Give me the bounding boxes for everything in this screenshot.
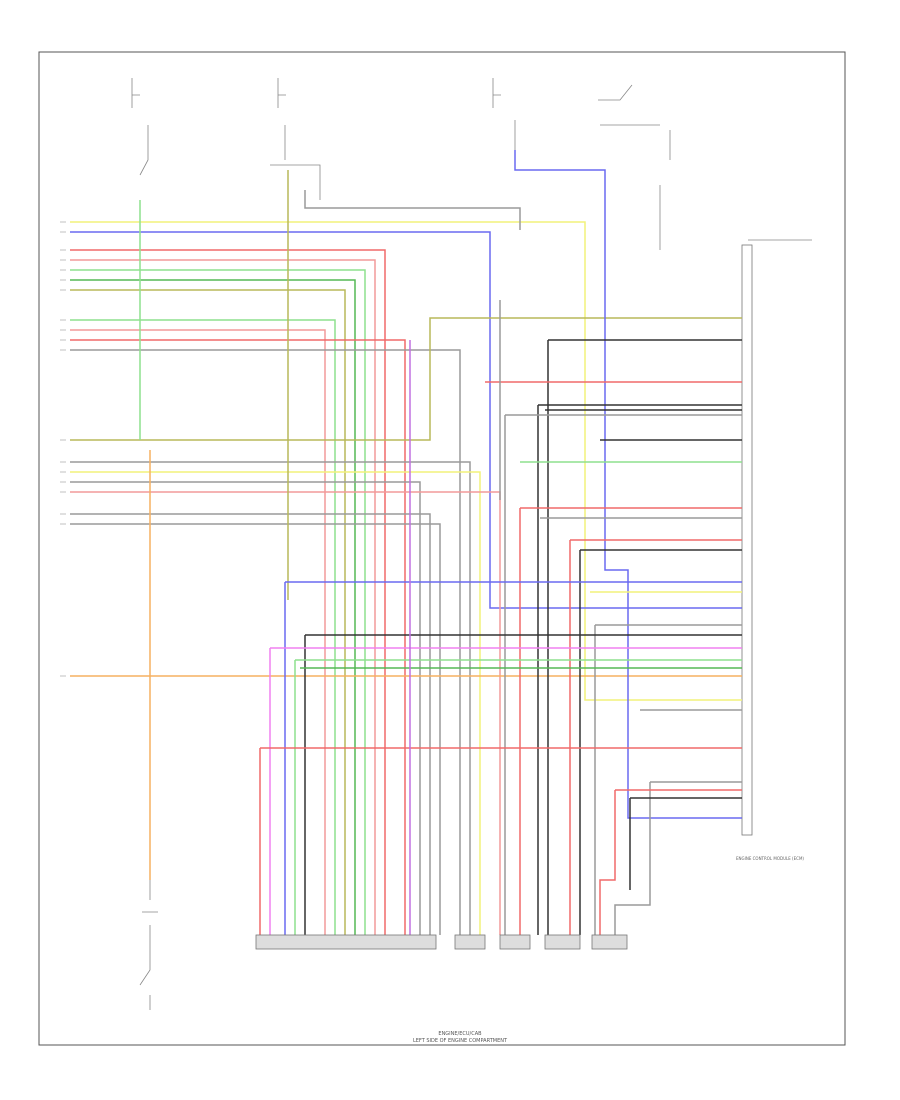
wire-gray-right-3 [594, 624, 742, 935]
wire-gray-right-1 [504, 414, 742, 935]
wire-red-low [259, 747, 742, 935]
wire-darkgreen-1 [70, 279, 356, 935]
ecm-connector [741, 244, 753, 836]
wire-red-right-3 [569, 539, 742, 935]
wire-green-2 [70, 319, 336, 935]
bottom-connectors [255, 934, 628, 950]
wire-blue-top [70, 231, 742, 609]
wire-black-right [579, 549, 742, 935]
wire-red-3 [70, 339, 406, 935]
wire-blue-right [514, 150, 742, 819]
wire-black-right-2 [304, 634, 742, 935]
wire-green-1 [70, 269, 366, 935]
wire-pink-1 [70, 329, 326, 935]
top-components [131, 78, 812, 250]
wire-yellow-top [70, 221, 742, 701]
wire-gray-2 [70, 461, 471, 935]
wire-magenta [269, 647, 742, 935]
wire-gray-4 [70, 513, 431, 935]
ecm-label: ENGINE CONTROL MODULE (ECM) [736, 856, 804, 861]
wire-red-low-2 [599, 789, 742, 935]
wire-black-2 [537, 404, 742, 935]
wire-group [70, 150, 742, 935]
diagram-border [38, 51, 846, 1046]
wire-olive-1 [70, 289, 346, 935]
wire-red-1 [70, 249, 386, 935]
wire-blue-left [284, 581, 742, 935]
wire-gray-1 [70, 349, 461, 935]
wire-red-right-2 [519, 507, 742, 935]
wire-gray-5 [70, 523, 441, 935]
wire-black-low [629, 797, 742, 890]
diagram-caption-sub: LEFT SIDE OF ENGINE COMPARTMENT [413, 1038, 508, 1044]
wire-gray-low-2 [614, 781, 742, 935]
diagram-caption-main: ENGINE/ECU/CAB [438, 1031, 482, 1037]
wire-gray-top [304, 190, 521, 230]
wire-green-right-2 [294, 659, 742, 935]
wire-gray-3 [70, 481, 421, 935]
wire-red-2 [70, 259, 376, 935]
left-pin-ticks [60, 221, 66, 677]
wire-olive-2 [70, 317, 742, 441]
lower-left-component [139, 880, 158, 1010]
wire-black-1 [547, 339, 742, 935]
wire-yellow-2 [70, 471, 481, 935]
